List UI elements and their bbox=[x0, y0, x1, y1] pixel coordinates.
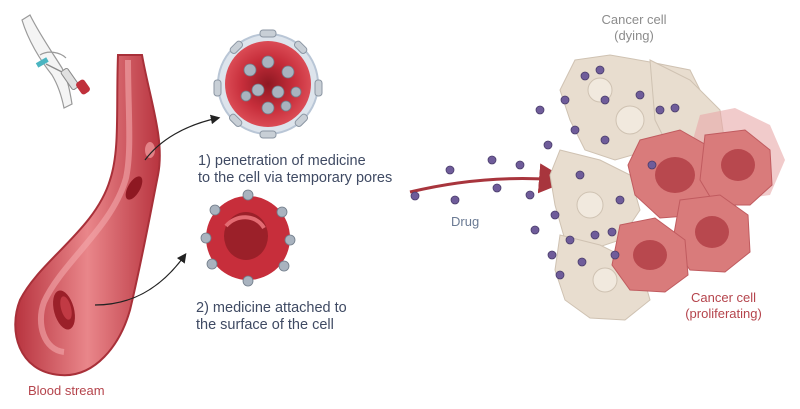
dying-cell-label: Cancer cell (dying) bbox=[594, 12, 674, 43]
prolif-line1: Cancer cell bbox=[690, 290, 757, 305]
blood-vessel bbox=[14, 54, 161, 377]
iv-drip-hand-icon bbox=[21, 14, 90, 109]
drug-particles bbox=[410, 65, 680, 280]
rbc-with-pores bbox=[213, 29, 323, 139]
rbc-surface-attached bbox=[200, 189, 296, 287]
drug-label: Drug bbox=[451, 214, 480, 229]
step1-caption: 1) penetration of medicine to the cell v… bbox=[198, 153, 392, 188]
step2-line2: the surface of the cell bbox=[196, 317, 334, 334]
step2-line1: 2) medicine attached to bbox=[196, 300, 347, 316]
drug-direction-arrow bbox=[409, 163, 569, 194]
blood-stream-label: Blood stream bbox=[28, 383, 105, 398]
proliferating-cancer-cells bbox=[611, 108, 785, 293]
step1-line2: to the cell via temporary pores bbox=[198, 170, 393, 187]
dying-line2: (dying) bbox=[614, 27, 654, 43]
step2-caption: 2) medicine attached to the surface of t… bbox=[196, 300, 347, 335]
arrow-to-pore-cell bbox=[144, 114, 221, 161]
arrow-to-surface-cell bbox=[94, 253, 187, 306]
proliferating-cell-label: Cancer cell (proliferating) bbox=[676, 290, 771, 321]
prolif-line2: (proliferating) bbox=[685, 305, 762, 321]
dying-line1: Cancer cell bbox=[601, 12, 667, 27]
step1-line1: 1) penetration of medicine bbox=[198, 153, 366, 169]
